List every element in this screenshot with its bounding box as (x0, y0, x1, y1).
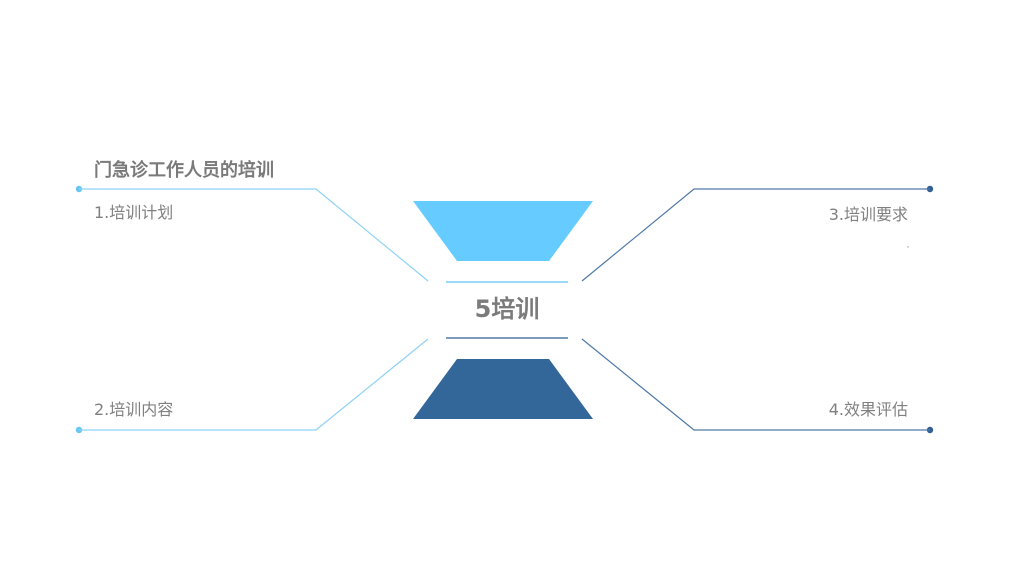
connector-line-content (79, 338, 429, 431)
top-trapezoid (413, 201, 593, 261)
decorative-dot (907, 246, 909, 248)
bottom-trapezoid (413, 359, 593, 419)
connector-line-requirement (581, 188, 930, 282)
page-heading: 门急诊工作人员的培训 (94, 160, 274, 181)
connector-line-evaluation (581, 338, 930, 431)
connector-requirement (581, 185, 934, 282)
connector-evaluation (581, 338, 934, 434)
training-requirement-label: 3.培训要求 (828, 205, 908, 224)
connector-content (75, 338, 429, 434)
center-title: 5培训 (474, 295, 540, 323)
training-content-label: 2.培训内容 (94, 400, 174, 419)
connector-plan (75, 185, 429, 282)
training-plan-label: 1.培训计划 (94, 203, 174, 222)
effect-evaluation-label: 4.效果评估 (828, 400, 908, 419)
connector-line-plan (79, 188, 429, 282)
